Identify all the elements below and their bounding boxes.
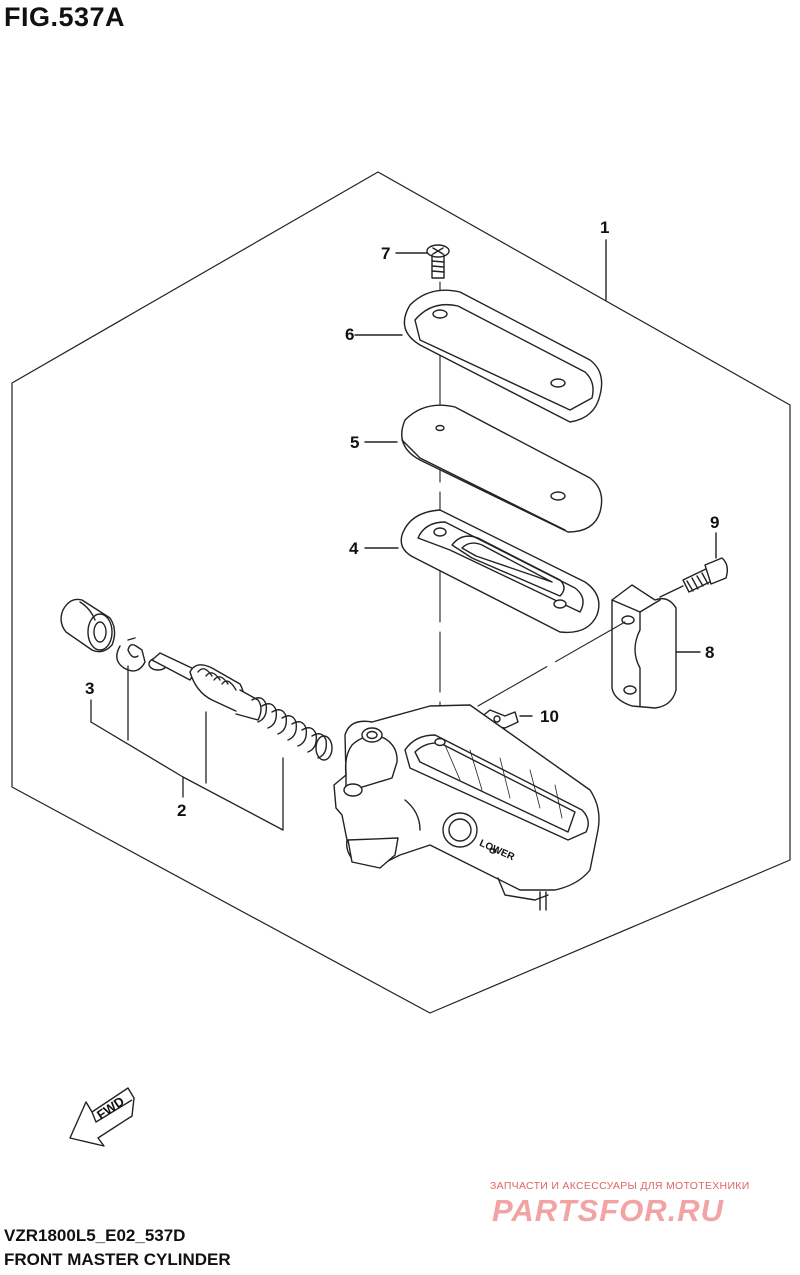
callout-5: 5 xyxy=(350,433,360,452)
callout-4: 4 xyxy=(349,539,359,558)
callout-8: 8 xyxy=(705,643,715,662)
section-name: FRONT MASTER CYLINDER xyxy=(4,1250,231,1269)
screw-part-7 xyxy=(395,244,450,279)
handlebar-clamp-part-8 xyxy=(611,584,701,709)
kit-boundary-outline xyxy=(11,171,791,1014)
callout-9: 9 xyxy=(710,513,720,532)
callout-6: 6 xyxy=(345,325,355,344)
reservoir-cap-part-6 xyxy=(354,289,603,423)
callout-10: 10 xyxy=(540,707,559,726)
master-cylinder-body-part-1 xyxy=(333,704,600,911)
callout-2: 2 xyxy=(177,801,187,820)
diaphragm-part-4 xyxy=(364,509,600,634)
watermark-brand: PARTSFOR.RU xyxy=(492,1193,725,1228)
piston-spring-part-2 xyxy=(148,652,333,761)
callout-7: 7 xyxy=(381,244,391,263)
figure-title: FIG.537A xyxy=(4,2,126,32)
clamp-axis-line xyxy=(477,621,626,707)
callout-3: 3 xyxy=(85,679,95,698)
callout-1: 1 xyxy=(600,218,610,237)
model-code: VZR1800L5_E02_537D xyxy=(4,1226,186,1245)
forward-direction-arrow xyxy=(69,1087,135,1147)
watermark-tagline: ЗАПЧАСТИ И АКСЕССУАРЫ ДЛЯ МОТОТЕХНИКИ xyxy=(490,1180,750,1192)
circlip xyxy=(116,637,146,672)
clamp-bolt-part-9 xyxy=(659,532,729,598)
reference-brackets xyxy=(90,665,284,831)
diaphragm-plate-part-5 xyxy=(364,404,603,533)
dust-boot-part-3 xyxy=(60,598,116,653)
